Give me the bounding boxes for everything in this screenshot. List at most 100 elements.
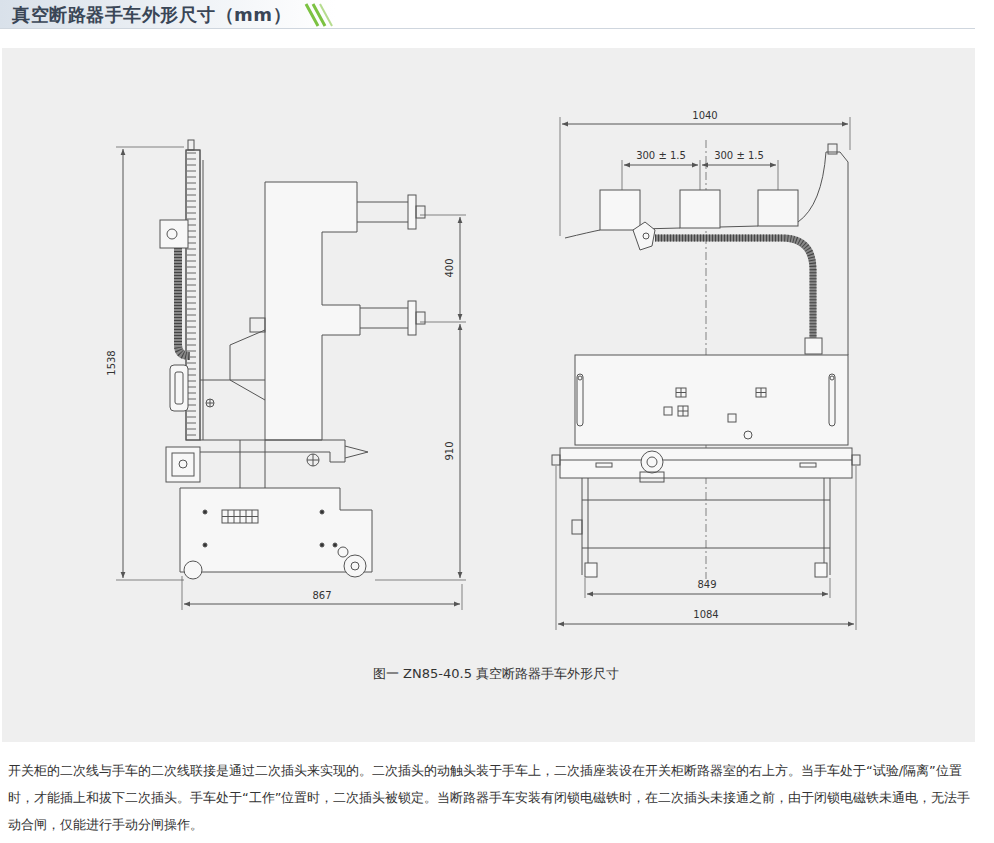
header-bar-part <box>0 0 335 28</box>
front-view-part <box>552 455 560 465</box>
side-view-part <box>222 510 258 523</box>
side-view-part <box>203 510 207 514</box>
front-view-part <box>585 578 586 598</box>
front-view-part <box>678 406 688 416</box>
front-view-part <box>560 460 852 461</box>
front-view-part <box>577 374 583 426</box>
side-view-part <box>222 510 258 523</box>
page-title: 真空断路器手车外形尺寸（mm） <box>12 3 291 27</box>
side-view-part <box>203 160 204 440</box>
side-view-part <box>178 248 190 356</box>
header-bar-part <box>320 4 332 26</box>
side-view-part <box>320 510 324 514</box>
front-view-part <box>655 238 813 338</box>
front-view-part <box>556 466 557 630</box>
side-view-part <box>184 604 460 605</box>
front-view-part <box>585 563 597 577</box>
front-view-part <box>829 374 835 426</box>
side-view-part <box>250 318 265 332</box>
front-view-part <box>558 624 854 625</box>
side-view-part <box>351 562 359 570</box>
figure-caption: 图一 ZN85-40.5 真空断路器手车外形尺寸 <box>373 665 619 683</box>
front-view-part <box>756 388 766 397</box>
side-view <box>116 140 466 610</box>
side-view-part <box>200 380 265 381</box>
side-view-part <box>408 301 416 335</box>
side-view-part <box>206 399 214 407</box>
front-view-part <box>678 406 688 416</box>
dimension-label: 849 <box>695 579 718 591</box>
side-view-part <box>179 460 187 468</box>
side-view-part <box>116 580 184 581</box>
side-view-part <box>188 140 194 150</box>
front-view-part <box>572 520 582 534</box>
front-view-part <box>756 388 766 397</box>
front-view-part <box>587 594 828 595</box>
side-view-part <box>462 584 463 610</box>
front-view-part <box>575 355 848 445</box>
side-view-part <box>203 543 207 547</box>
side-view-part <box>265 182 360 440</box>
side-view-part <box>360 328 408 329</box>
side-view-part <box>344 555 366 577</box>
side-view-part <box>175 372 183 404</box>
front-view-part <box>582 478 830 575</box>
side-view-part <box>320 543 324 547</box>
front-view-part <box>744 431 752 439</box>
side-view-part <box>172 453 194 476</box>
front-view-part <box>815 563 827 577</box>
side-view-part <box>160 220 188 248</box>
front-view-part <box>856 466 857 630</box>
dimension-label: 1084 <box>691 609 720 621</box>
side-view-part <box>357 202 408 203</box>
front-view <box>552 117 860 630</box>
dimension-label: 867 <box>310 590 333 602</box>
dimension-label: 400 <box>444 256 456 279</box>
side-view-part <box>357 222 408 223</box>
front-view-part <box>655 238 813 338</box>
dimension-label: 1538 <box>106 348 118 377</box>
dimension-label: 300 ± 1.5 <box>712 150 766 162</box>
front-view-part <box>664 407 672 415</box>
dimension-label: 300 ± 1.5 <box>634 150 688 162</box>
dimension-label: 1040 <box>690 110 719 122</box>
side-view-part <box>206 399 214 407</box>
front-view-part <box>852 455 860 465</box>
side-view-part <box>166 447 200 482</box>
front-view-part <box>758 190 798 226</box>
front-view-part <box>578 376 582 380</box>
front-view-part <box>641 451 663 473</box>
side-view-part <box>307 454 319 466</box>
front-view-part <box>624 165 698 166</box>
front-view-part <box>560 117 561 236</box>
front-view-part <box>643 233 649 239</box>
front-view-part <box>560 448 852 478</box>
front-view-part <box>600 190 640 230</box>
front-view-part <box>565 152 848 355</box>
front-view-part <box>728 414 736 422</box>
front-view-part <box>800 463 816 467</box>
side-view-part <box>265 440 266 488</box>
front-view-part <box>828 144 837 154</box>
front-view-part <box>778 160 779 190</box>
front-view-part <box>830 578 831 598</box>
side-view-part <box>123 149 124 578</box>
side-view-part <box>338 547 348 557</box>
front-view-part <box>805 338 822 354</box>
front-view-part <box>647 457 657 467</box>
side-view-part <box>375 580 466 581</box>
front-view-part <box>676 388 686 397</box>
side-view-part <box>360 308 408 309</box>
side-view-part <box>333 543 337 547</box>
side-view-part <box>182 576 183 610</box>
header-bar-part <box>0 28 975 29</box>
description-text: 开关柜的二次线与手车的二次线联接是通过二次插头来实现的。二次插头的动触头装于手车… <box>8 757 980 838</box>
front-view-part <box>622 160 623 190</box>
side-view-part <box>420 215 466 216</box>
front-view-part <box>850 117 851 150</box>
dimension-label: 910 <box>444 439 456 462</box>
front-view-part <box>562 124 848 125</box>
front-view-part <box>633 222 655 250</box>
